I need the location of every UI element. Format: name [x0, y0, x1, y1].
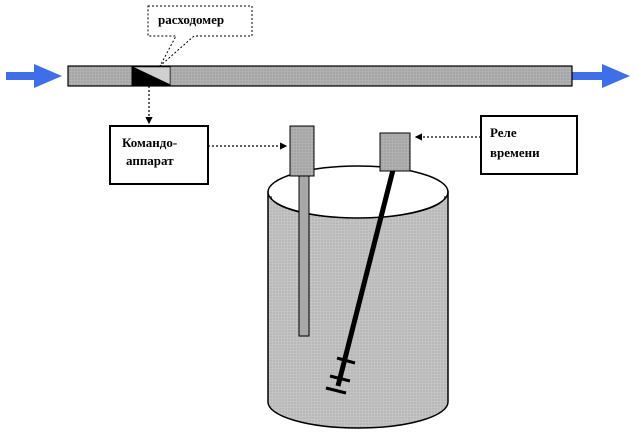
timer-box: Реле времени [480, 115, 578, 175]
controller-box: Командо- аппарат [109, 125, 209, 185]
outlet-flow-arrow [572, 64, 630, 88]
pipe [67, 65, 573, 87]
controller-label-line1: Командо- [122, 135, 177, 150]
flowmeter-label: расходомер [158, 12, 224, 27]
mixer [325, 132, 411, 395]
timer-label-line1: Реле [490, 125, 517, 140]
flowmeter [131, 66, 171, 86]
timer-label-line2: времени [490, 145, 540, 160]
tank [267, 165, 449, 429]
dosing-valve [289, 125, 315, 337]
inlet-flow-arrow [6, 64, 62, 88]
controller-label-line2: аппарат [126, 153, 174, 168]
flowmeter-callout: расходомер [147, 5, 253, 67]
